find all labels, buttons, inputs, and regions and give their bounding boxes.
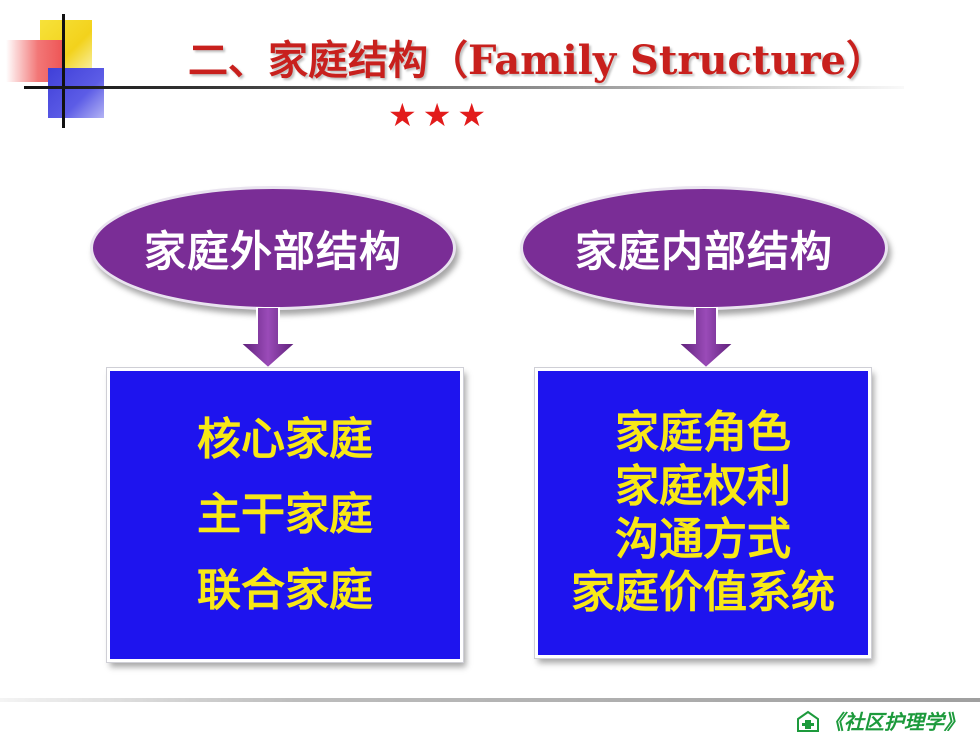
hospital-logo-icon: [797, 710, 819, 732]
importance-stars: ★★★: [388, 96, 493, 134]
external-structure-heading: 家庭外部结构: [143, 226, 402, 276]
internal-item-communication: 沟通方式: [615, 514, 791, 565]
footer-divider: [0, 698, 980, 702]
external-structure-box: 核心家庭 主干家庭 联合家庭: [107, 368, 463, 662]
down-arrow-icon: [238, 307, 298, 369]
footer-course-name: 《社区护理学》: [824, 710, 964, 734]
slide-title: 二、家庭结构（Family Structure）: [188, 37, 886, 84]
external-item-stem: 主干家庭: [197, 489, 373, 541]
internal-structure-heading: 家庭内部结构: [574, 226, 833, 276]
internal-structure-box: 家庭角色 家庭权利 沟通方式 家庭价值系统: [535, 368, 871, 658]
external-structure-oval: 家庭外部结构: [90, 186, 456, 310]
footer-brand: 《社区护理学》: [796, 706, 964, 735]
internal-item-values: 家庭价值系统: [571, 567, 835, 619]
internal-item-power: 家庭权利: [615, 460, 791, 512]
external-item-nuclear: 核心家庭: [197, 414, 373, 466]
external-item-joint: 联合家庭: [197, 564, 373, 616]
internal-item-roles: 家庭角色: [615, 407, 791, 459]
decor-blue-square: [48, 68, 104, 118]
decor-vertical-line: [62, 14, 65, 128]
internal-structure-oval: 家庭内部结构: [520, 186, 888, 310]
decor-horizontal-line: [24, 86, 904, 89]
down-arrow-icon: [676, 307, 736, 369]
